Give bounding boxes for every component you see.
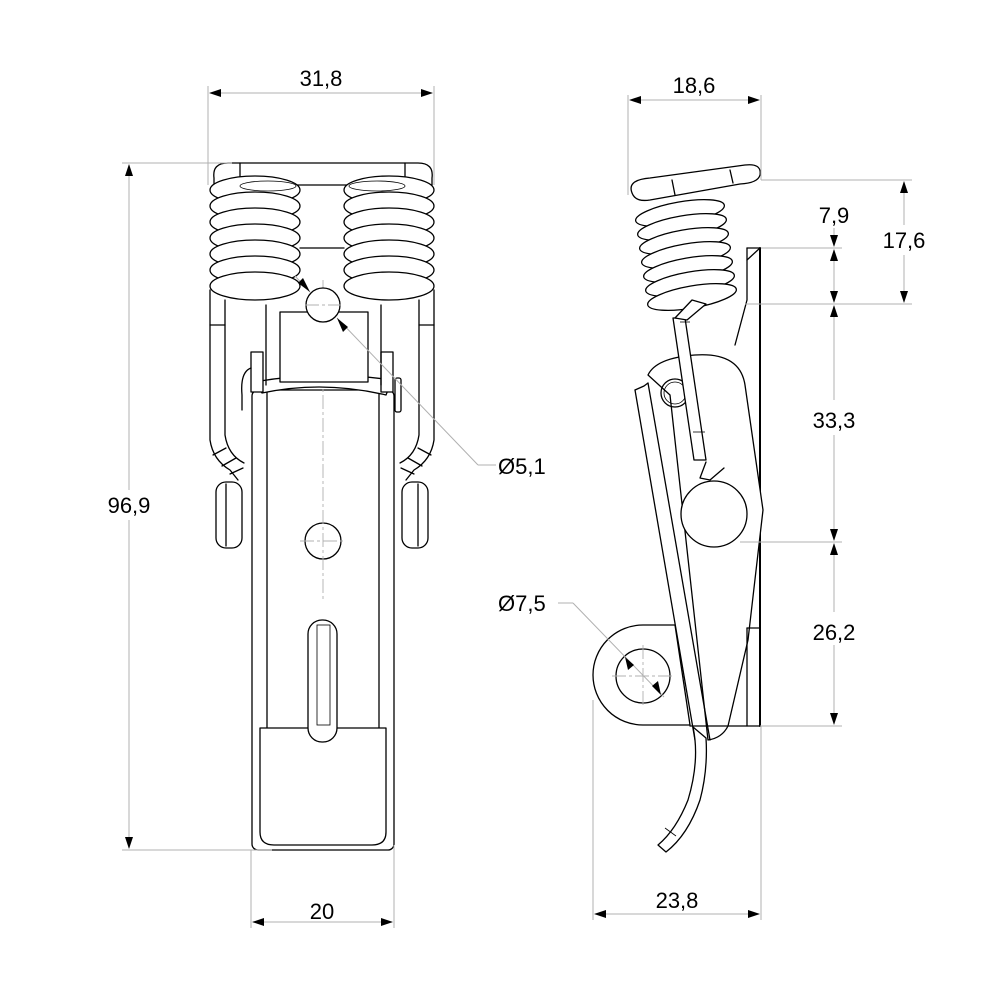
dim-hole-diameter: Ø7,5 <box>498 591 546 616</box>
front-view <box>209 162 435 851</box>
dim-base-width: 20 <box>310 899 334 924</box>
bottom-tab <box>259 727 387 846</box>
left-wire-leg <box>209 289 239 481</box>
slot <box>307 619 338 743</box>
dim-overall-depth: 23,8 <box>656 888 699 913</box>
front-dimensions: 31,8 96,9 20 Ø5,1 <box>108 66 546 928</box>
hook-tip <box>657 726 708 853</box>
right-wire-leg <box>405 289 435 481</box>
dim-spring-depth: 18,6 <box>673 73 716 98</box>
dim-upper-section: 33,3 <box>813 408 856 433</box>
dim-overall-width: 31,8 <box>300 66 343 91</box>
pivot-ball <box>680 480 748 548</box>
right-wire-knob <box>401 481 429 549</box>
dim-spring-to-plate: 7,9 <box>819 203 850 228</box>
left-ear <box>250 351 264 393</box>
dim-overall-height: 96,9 <box>108 493 151 518</box>
rivet-stub <box>394 377 402 413</box>
hinge-barrel <box>279 311 369 383</box>
side-dimensions: 18,6 7,9 17,6 33,3 26,2 Ø7,5 23,8 <box>498 73 925 920</box>
side-view <box>592 164 764 853</box>
dim-pin-diameter: Ø5,1 <box>498 454 546 479</box>
right-ear <box>380 351 394 393</box>
right-coil-spring <box>343 175 435 301</box>
left-wire-knob <box>215 481 243 549</box>
dim-lower-section: 26,2 <box>813 620 856 645</box>
side-coil-spring <box>630 164 761 312</box>
lever-body <box>647 354 764 741</box>
left-coil-spring <box>209 175 301 301</box>
dim-spring-block-height: 17,6 <box>883 228 926 253</box>
